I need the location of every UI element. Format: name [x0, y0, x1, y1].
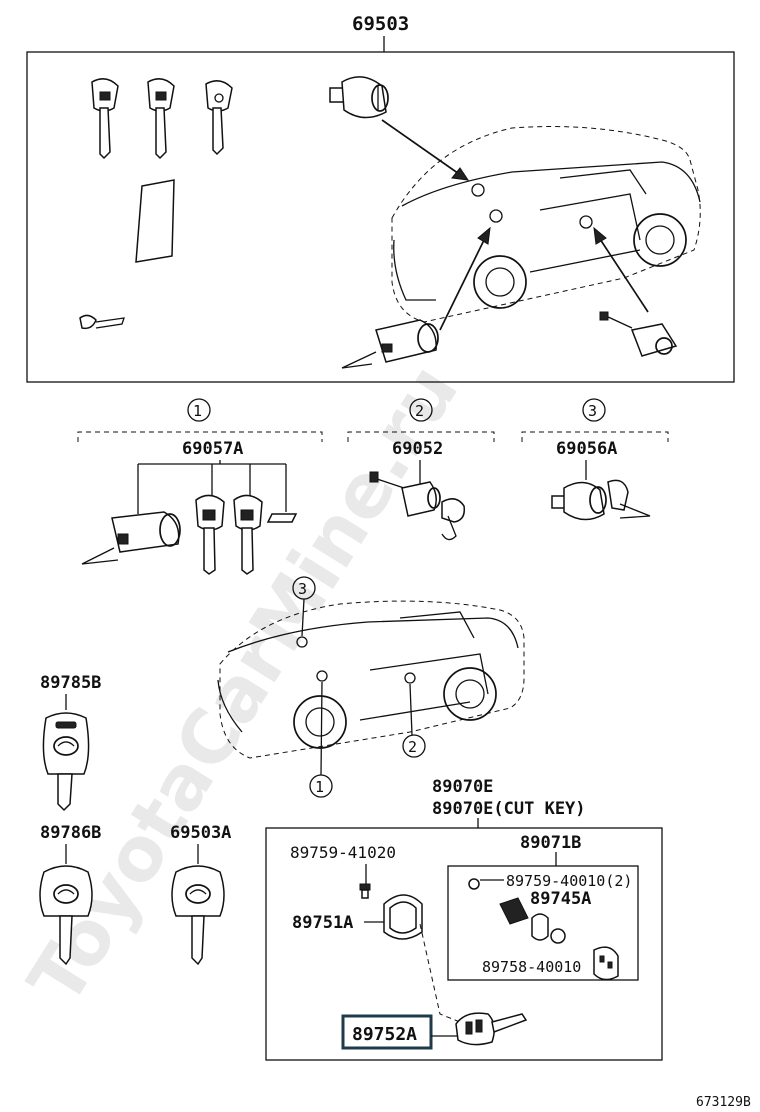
group-2-part-number: 69052	[392, 439, 443, 459]
remote-assembly-frame	[265, 827, 663, 1061]
ignition-lock-icon	[341, 319, 439, 369]
group-2-index: 2	[415, 402, 424, 420]
group-1-bracket	[77, 431, 323, 442]
remote-case-label: 89751A	[292, 913, 353, 933]
pointer-arrows	[381, 119, 649, 331]
remote-cover-icon	[593, 946, 619, 981]
remote-key-icon	[39, 865, 93, 966]
callout-2-index: 2	[408, 738, 417, 756]
inner-box-frame	[447, 865, 639, 981]
inner-box-title: 89071B	[520, 833, 581, 853]
door-lock-icon	[369, 471, 466, 541]
key-tag	[135, 179, 175, 263]
assembly-dashed-path	[419, 923, 461, 1023]
remote-case-icon	[383, 894, 423, 940]
screw-icon	[359, 883, 371, 899]
callout-2-circle	[402, 734, 426, 758]
callout-2-leader	[409, 683, 413, 736]
key-tag	[266, 513, 298, 523]
callout-3-index: 3	[298, 580, 307, 598]
highlighted-part-box[interactable]	[341, 1014, 433, 1050]
door-lock-cylinder-icon	[551, 479, 651, 521]
remote-assembly-line2: 89070E(CUT KEY)	[432, 799, 586, 819]
remote-key-icon	[171, 865, 225, 966]
callout-1-leader	[320, 681, 323, 776]
door-lock-cylinder-icon	[329, 76, 389, 119]
group-3-part-number: 69056A	[556, 439, 617, 459]
main-assembly-frame	[26, 51, 735, 383]
key-icon	[147, 78, 175, 160]
key-89786b-label: 89786B	[40, 823, 101, 843]
key-89785b-label: 89785B	[40, 673, 101, 693]
vehicle-outline	[391, 126, 701, 323]
group-1-circle	[187, 398, 211, 422]
remote-key-icon	[42, 712, 90, 812]
screw-icon	[79, 314, 125, 330]
callout-1-index: 1	[315, 778, 324, 796]
group-3-index: 3	[588, 402, 597, 420]
highlighted-part-label[interactable]: 89752A	[352, 1024, 417, 1045]
group-1-index: 1	[193, 402, 202, 420]
key-icon	[91, 78, 119, 160]
remote-screw-label: 89759-41020	[290, 843, 396, 862]
group-2-bracket	[347, 431, 495, 442]
remote-key-icon	[455, 1012, 528, 1046]
key-icon	[233, 494, 263, 575]
group-1-part-number: 69057A	[182, 439, 243, 459]
inner-screw-label: 89759-40010(2)	[506, 872, 632, 890]
key-icon	[195, 494, 225, 575]
ignition-lock-icon	[81, 511, 181, 565]
vehicle-outline	[217, 600, 525, 759]
circuit-board-icon	[499, 897, 566, 944]
screw-icon	[468, 878, 480, 890]
callout-3-leader	[301, 598, 305, 637]
group-1-leaders	[137, 460, 287, 514]
group-3-circle	[582, 398, 606, 422]
door-lock-icon	[599, 311, 678, 357]
key-69503a-label: 69503A	[170, 823, 231, 843]
group-2-circle	[409, 398, 433, 422]
group-3-bracket	[521, 431, 669, 442]
figure-code: 673129B	[696, 1095, 751, 1110]
inner-cover-label: 89758-40010	[482, 958, 581, 976]
main-assembly-label: 69503	[352, 13, 409, 35]
remote-assembly-line1: 89070E	[432, 777, 493, 797]
key-icon	[205, 80, 233, 156]
inner-board-label: 89745A	[530, 889, 591, 909]
